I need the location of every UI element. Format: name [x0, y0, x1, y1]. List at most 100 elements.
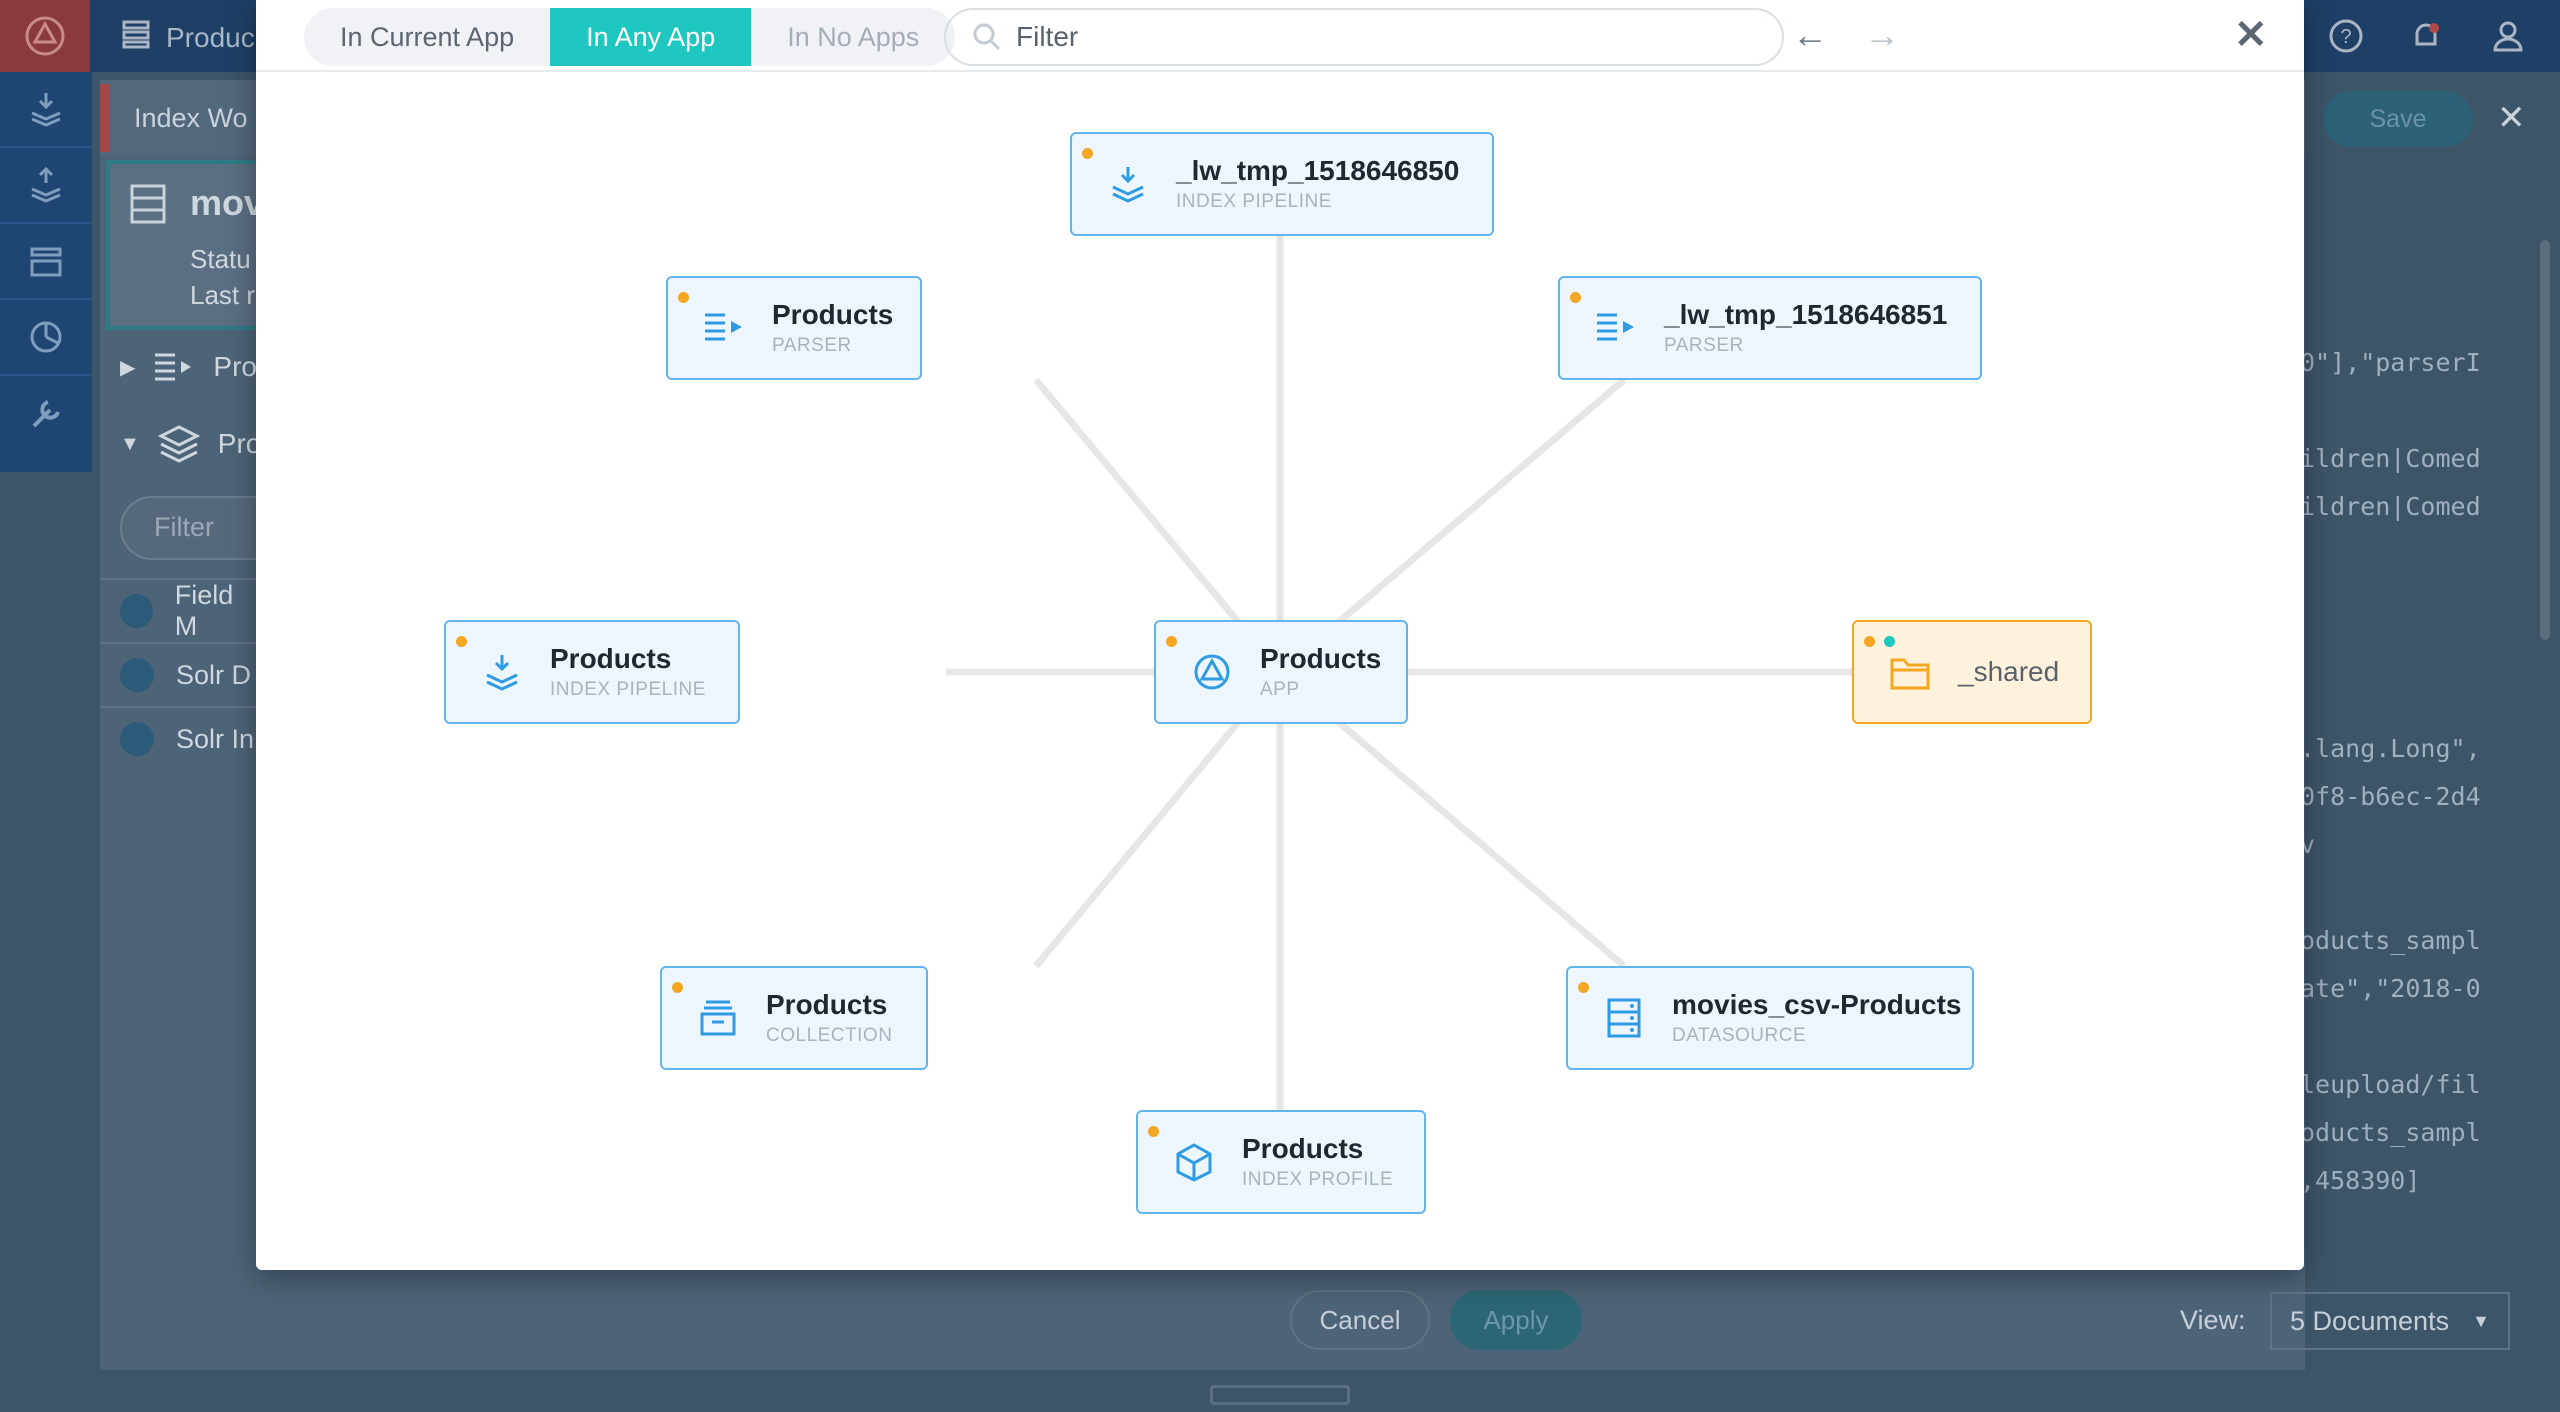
view-label: View:	[2180, 1305, 2246, 1335]
node-type: INDEX PROFILE	[1242, 1168, 1394, 1190]
caret-down-icon: ▼	[120, 432, 140, 455]
status-dot	[456, 636, 467, 647]
node-type: COLLECTION	[766, 1024, 893, 1046]
node-name: _lw_tmp_1518646850	[1176, 155, 1460, 187]
app-switcher[interactable]: Produc	[120, 18, 255, 57]
graph-node-shared[interactable]: _shared	[1852, 620, 2092, 724]
back-arrow-icon[interactable]: ←	[1792, 14, 1828, 55]
app-logo[interactable]	[0, 0, 90, 72]
pie-chart-icon	[30, 321, 62, 353]
filter-field[interactable]	[944, 8, 1784, 66]
stage-dot	[120, 658, 154, 692]
index-pipeline-icon	[31, 93, 61, 127]
sidebar-index-pipelines[interactable]	[0, 72, 92, 148]
shared-dot	[1884, 636, 1895, 647]
stage-dot	[120, 722, 154, 756]
list-item-label: Field M	[174, 580, 234, 641]
dependency-graph-modal: In Current App In Any App In No Apps ← →…	[256, 0, 2304, 1270]
stage-dot	[120, 594, 153, 628]
save-button[interactable]: Save	[2323, 91, 2473, 147]
forward-arrow-icon[interactable]: →	[1864, 14, 1900, 55]
layers-icon	[157, 425, 200, 463]
close-icon[interactable]: ✕	[2497, 99, 2526, 137]
modal-header	[256, 0, 2304, 72]
node-type: APP	[1260, 678, 1300, 700]
cancel-button[interactable]: Cancel	[1290, 1290, 1430, 1350]
status-dot	[1864, 636, 1875, 647]
sidebar	[0, 72, 92, 472]
list-item[interactable]: Solr In	[100, 706, 260, 770]
datasource-title: mov	[190, 182, 265, 223]
node-type: PARSER	[1664, 334, 1744, 356]
sidebar-query-pipelines[interactable]	[0, 148, 92, 224]
close-icon[interactable]: ✕	[2234, 13, 2268, 57]
node-name: Products	[1260, 643, 1382, 675]
app-icon	[1190, 650, 1234, 694]
status-dot	[1148, 1126, 1159, 1137]
node-name: _shared	[1958, 655, 2060, 687]
segment-in-any-app[interactable]: In Any App	[550, 8, 752, 66]
tree-item-pipeline[interactable]: ▼ Pro	[120, 424, 261, 464]
sidebar-analytics[interactable]	[0, 300, 92, 376]
segment-in-current-app[interactable]: In Current App	[340, 21, 515, 52]
user-icon[interactable]	[2490, 18, 2526, 54]
status-dot	[1570, 292, 1581, 303]
folder-icon	[1888, 650, 1932, 694]
node-type: INDEX PIPELINE	[550, 678, 706, 700]
index-profile-icon	[1172, 1140, 1216, 1184]
list-item[interactable]: Field M	[100, 578, 260, 642]
datasource-status: Statu	[190, 244, 251, 274]
list-item[interactable]: Solr D	[100, 642, 260, 706]
notifications-icon[interactable]	[2408, 18, 2444, 54]
node-type: PARSER	[772, 334, 852, 356]
resize-handle[interactable]	[1210, 1385, 1350, 1405]
tree-item-parser[interactable]: ▶ Pro	[120, 350, 257, 384]
tree-item-label: Pro	[217, 428, 262, 459]
node-name: Products	[1242, 1133, 1364, 1165]
workbench-title: Index Wo	[134, 103, 248, 133]
json-line: ,458390]	[2300, 1166, 2421, 1195]
sidebar-system[interactable]	[0, 376, 92, 452]
node-name: Products	[766, 989, 888, 1021]
list-item-label: Solr D	[176, 659, 252, 690]
filter-input[interactable]	[1016, 21, 1756, 53]
scrollbar[interactable]	[2540, 240, 2550, 640]
stack-icon	[120, 18, 152, 57]
json-line: oducts_sampl	[2300, 926, 2481, 955]
json-line: ildren|Comed	[2300, 492, 2481, 521]
collection-icon	[696, 996, 740, 1040]
status-dot	[1082, 148, 1093, 159]
help-icon[interactable]: ?	[2328, 18, 2364, 54]
node-type: INDEX PIPELINE	[1176, 190, 1332, 212]
parser-icon	[1594, 306, 1638, 350]
datasource-icon	[1602, 996, 1646, 1040]
query-pipeline-icon	[31, 166, 61, 203]
sidebar-collections[interactable]	[0, 224, 92, 300]
json-line: leupload/fil	[2300, 1070, 2481, 1099]
node-name: movies_csv-Products	[1672, 989, 1962, 1021]
search-icon	[973, 23, 1001, 51]
tab-accent	[100, 84, 110, 152]
tree-item-label: Pro	[213, 351, 257, 382]
json-line: .lang.Long",	[2300, 734, 2481, 763]
json-line: ate","2018-0	[2300, 974, 2481, 1003]
parser-icon	[702, 306, 746, 350]
index-pipeline-icon	[480, 650, 524, 694]
node-type: DATASOURCE	[1672, 1024, 1807, 1046]
json-line: ildren|Comed	[2300, 444, 2481, 473]
status-dot	[672, 982, 683, 993]
segment-in-no-apps[interactable]: In No Apps	[787, 21, 920, 52]
apply-button[interactable]: Apply	[1450, 1290, 1582, 1350]
node-name: Products	[772, 299, 894, 331]
json-line: 0f8-b6ec-2d4	[2300, 782, 2481, 811]
status-dot	[1578, 982, 1589, 993]
view-select[interactable]: 5 Documents ▼	[2270, 1292, 2510, 1350]
